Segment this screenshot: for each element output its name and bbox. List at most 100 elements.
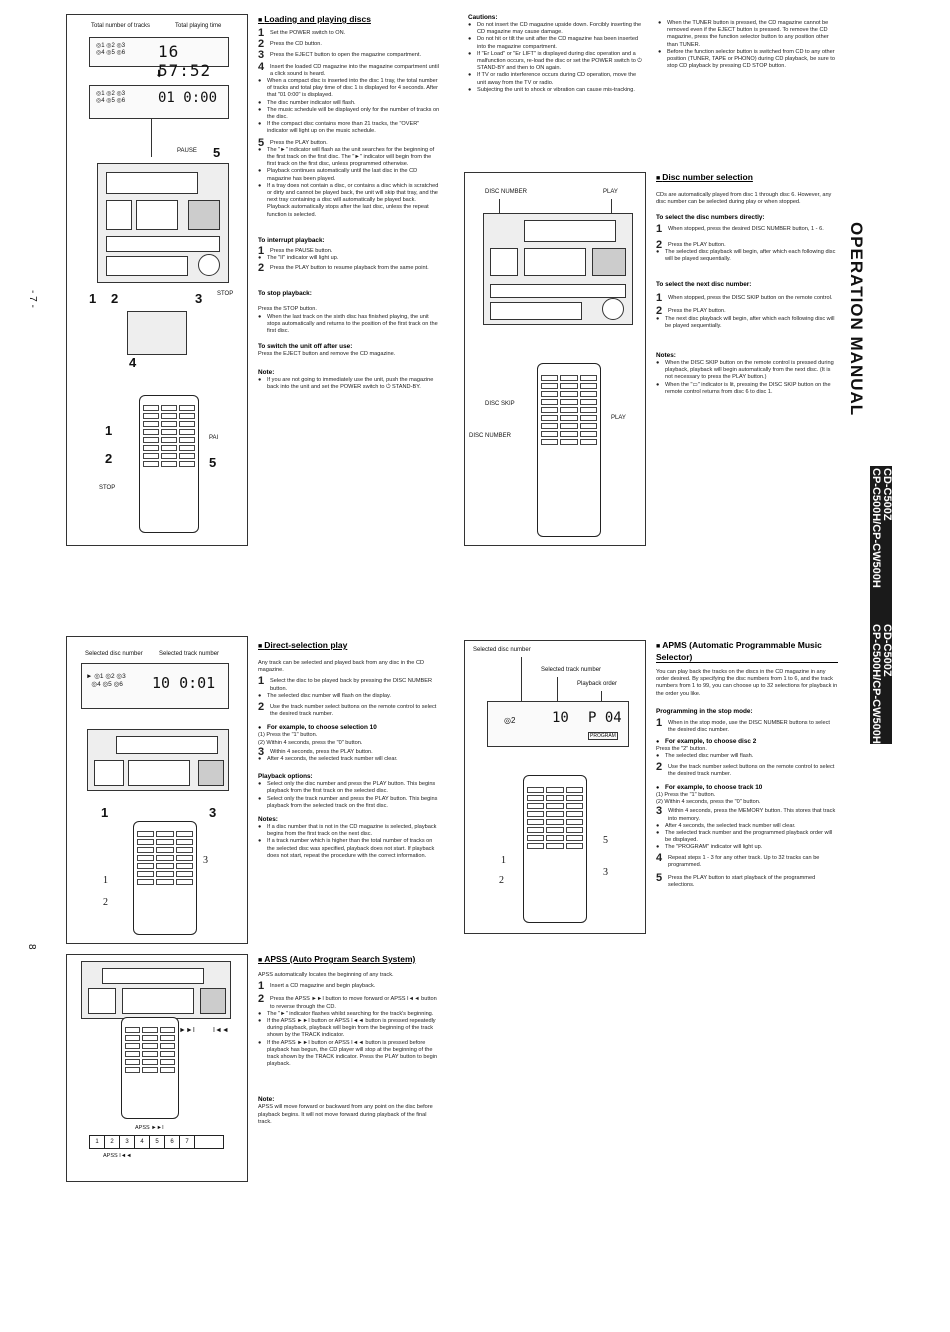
- caution-item: When the TUNER button is pressed, the CD…: [658, 20, 838, 49]
- page-number-bottom: 8: [26, 944, 37, 950]
- callout-1: 1: [89, 291, 97, 306]
- track-strip: 1 2 3 4 5 6 7: [89, 1135, 224, 1149]
- disc-selection-intro: CDs are automatically played from disc 1…: [656, 192, 832, 206]
- loading-bullet: The disc number indicator will flash.: [258, 100, 440, 107]
- next-bullet: The next disc playback will begin, after…: [656, 316, 838, 330]
- remote-callout-1: 1: [103, 875, 108, 886]
- remote-callout-1: 1: [501, 855, 506, 866]
- direct-bullet: The selected disc playback will begin, a…: [656, 249, 838, 263]
- caution-item: Do not hit or tilt the unit after the CD…: [468, 36, 646, 50]
- apss-title: APSS (Auto Program Search System): [258, 954, 440, 966]
- apss-intro: APSS automatically locates the beginning…: [258, 972, 394, 978]
- label-selected-disc: Selected disc number: [85, 651, 143, 657]
- notes-item: When the "▭" indicator is lit, pressing …: [656, 382, 838, 396]
- stop-title: To stop playback:: [258, 290, 312, 298]
- switchoff-title: To switch the unit off after use:: [258, 343, 353, 351]
- apms-example-disc: For example, to choose disc 2: [656, 738, 838, 746]
- figure-loading: Total number of tracks Total playing tim…: [66, 14, 248, 546]
- apms-bullet: After 4 seconds, the selected track numb…: [656, 823, 838, 830]
- switchoff-text: Press the EJECT button and remove the CD…: [258, 351, 396, 358]
- ds-option: Select only the disc number and press th…: [258, 781, 440, 795]
- callout-4: 4: [129, 355, 137, 370]
- notes-title: Notes:: [656, 352, 676, 360]
- remote-callout-2: 2: [499, 875, 504, 886]
- loading-bullet: If a tray does not contain a disc, or co…: [258, 183, 440, 219]
- label-rew: I◄◄: [213, 1027, 229, 1034]
- apms-bullet: The "PROGRAM" indicator will light up.: [656, 844, 838, 851]
- callout-5: 5: [213, 145, 221, 160]
- figure-direct-selection: Selected disc number Selected track numb…: [66, 636, 248, 944]
- apms-prog-title: Programming in the stop mode:: [656, 707, 753, 715]
- apss-bullet: If the APSS ►►I button or APSS I◄◄ butto…: [258, 1040, 440, 1069]
- display-panel-3: ► ◎1 ◎2 ◎3 ◎4 ◎5 ◎6 10 0:01: [81, 663, 229, 709]
- label-disc-number-2: DISC NUMBER: [469, 433, 512, 439]
- stop-bullet: When the last track on the sixth disc ha…: [258, 314, 440, 336]
- loading-bullet: The music schedule will be displayed onl…: [258, 107, 440, 121]
- track-cell: 1: [90, 1136, 105, 1148]
- caution-item: Do not insert the CD magazine upside dow…: [468, 22, 646, 36]
- apms-example-track: For example, to choose track 10: [656, 784, 838, 792]
- remote-callout-2: 2: [105, 451, 113, 466]
- remote-callout-1: 1: [105, 423, 113, 438]
- apms-example-track-2: (2) Within 4 seconds, press the "0" butt…: [656, 799, 761, 806]
- remote-callout-2: 2: [103, 897, 108, 908]
- note-title: Note:: [258, 368, 275, 376]
- remote-label-pa: PAI: [209, 435, 219, 441]
- label-disc-skip: DISC SKIP: [485, 401, 515, 407]
- caution-item: If TV or radio interference occurs durin…: [468, 72, 646, 86]
- ds-option: Select only the track number and press t…: [258, 796, 440, 810]
- cd-magazine: [127, 311, 187, 355]
- display-panel-4: ◎2 10 P 04 PROGRAM: [487, 701, 629, 747]
- label-ff: ►►I: [179, 1027, 195, 1034]
- apms-intro: You can play back the tracks on the disc…: [656, 669, 838, 697]
- display-panel-1: ◎1 ◎2 ◎3◎4 ◎5 ◎6 16 57:52: [89, 37, 229, 80]
- callout-3: 3: [195, 291, 203, 306]
- label-selected-disc: Selected disc number: [473, 647, 531, 653]
- direct-selection-title: Direct-selection play: [258, 640, 440, 652]
- section-cautions: Cautions: Do not insert the CD magazine …: [468, 14, 646, 94]
- label-total-tracks: Total number of tracks: [91, 23, 151, 29]
- figure-apms: Selected disc number Selected track numb…: [464, 640, 646, 934]
- caution-item: Subjecting the unit to shock or vibratio…: [468, 87, 646, 94]
- remote-control-2: [537, 363, 601, 537]
- label-stop: STOP: [217, 291, 234, 297]
- apms-title: APMS (Automatic Programmable Music Selec…: [656, 640, 838, 663]
- figure-disc-number: DISC NUMBER PLAY DISC SKIP PLAY DISC NUM…: [464, 172, 646, 546]
- apms-example-track-1: (1) Press the "1" button.: [656, 792, 716, 799]
- label-play-2: PLAY: [611, 415, 626, 421]
- ds-example: For example, to choose selection 10: [258, 724, 440, 732]
- lcd-readout-4a: 10: [552, 710, 569, 726]
- section-disc-selection: Disc number selection CDs are automatica…: [656, 172, 838, 396]
- ds-note: If a track number which is higher than t…: [258, 838, 440, 860]
- label-play: PLAY: [603, 189, 618, 195]
- remote-callout-5: 5: [209, 455, 217, 470]
- loading-bullet: When a compact disc is inserted into the…: [258, 78, 440, 100]
- side-model-top: CD-C500Z CP-C500H/CP-CW500H: [870, 466, 893, 624]
- stereo-unit-2: [483, 213, 633, 325]
- label-apss-right: APSS ►►I: [135, 1125, 164, 1131]
- caution-item: Before the function selector button is s…: [658, 49, 838, 71]
- track-cell: 2: [105, 1136, 120, 1148]
- ds-notes-title: Notes:: [258, 816, 278, 824]
- remote-label-stop: STOP: [99, 485, 116, 491]
- apms-example-disc-1: Press the "2" button.: [656, 746, 707, 753]
- arrow-down-icon: ⬇: [155, 69, 164, 80]
- ds-options-title: Playback options:: [258, 773, 313, 781]
- apss-bullet: The "►" indicator flashes whilst searchi…: [258, 1011, 440, 1018]
- label-apss-left: APSS I◄◄: [103, 1153, 132, 1159]
- label-selected-track: Selected track number: [159, 651, 220, 657]
- track-cell: 5: [150, 1136, 165, 1148]
- apss-bullet: If the APSS ►►I button or APSS I◄◄ butto…: [258, 1018, 440, 1040]
- remote-control-4: [523, 775, 587, 923]
- stereo-unit-5: [81, 961, 231, 1019]
